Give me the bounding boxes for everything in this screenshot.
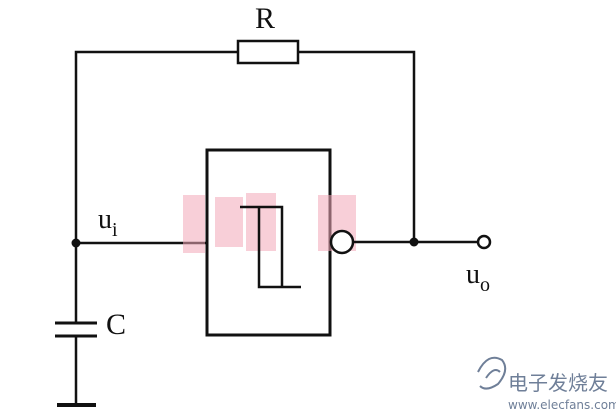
inverter-bubble bbox=[329, 229, 355, 255]
watermark-text: 电子发烧友 bbox=[508, 371, 608, 395]
capacitor-label: C bbox=[106, 308, 126, 341]
output-terminal bbox=[476, 234, 492, 250]
input-label-main: u bbox=[98, 204, 112, 235]
output-label: uo bbox=[466, 259, 490, 296]
hysteresis-symbol-lower bbox=[257, 207, 301, 289]
resistor bbox=[236, 39, 300, 65]
input-label: ui bbox=[98, 204, 118, 241]
hysteresis-symbol bbox=[240, 205, 284, 287]
output-junction-dot bbox=[409, 237, 419, 247]
watermark-url: www.elecfans.com bbox=[508, 398, 616, 412]
feedback-wire bbox=[74, 50, 416, 243]
elecfans-logo-icon bbox=[477, 356, 507, 390]
output-label-sub: o bbox=[480, 274, 490, 296]
resistor-label: R bbox=[255, 2, 275, 35]
output-label-main: u bbox=[466, 259, 480, 290]
input-label-sub: i bbox=[112, 219, 118, 241]
